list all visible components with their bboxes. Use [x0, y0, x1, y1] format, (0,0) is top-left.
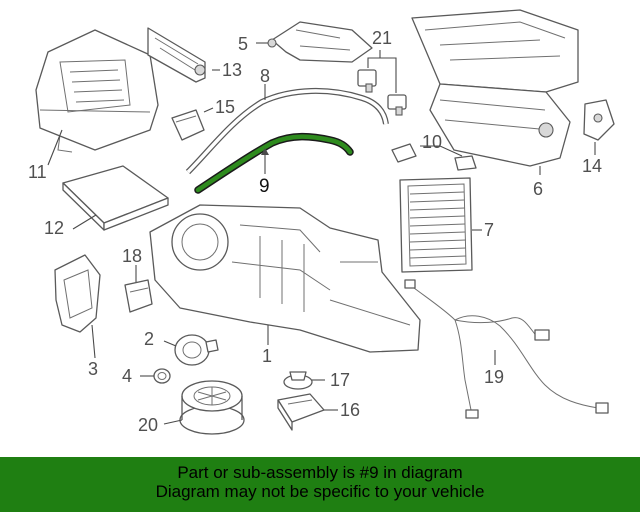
- part-2-motor: [163, 334, 219, 366]
- part-3-duct: [54, 254, 101, 359]
- part-6-hvac-module: [411, 9, 579, 175]
- callout-4: 4: [122, 366, 132, 386]
- callout-21: 21: [372, 28, 392, 48]
- part-7-heater-core: [399, 177, 482, 273]
- callout-20: 20: [138, 415, 158, 435]
- callout-18: 18: [122, 246, 142, 266]
- part-15-actuator: [171, 107, 214, 141]
- part-12-cabin-filter: [62, 165, 169, 231]
- info-banner: Part or sub-assembly is #9 in diagram Di…: [0, 457, 640, 512]
- callout-11: 11: [28, 162, 47, 182]
- exploded-parts-diagram: 11 13 15 12 5 8 9 21 10 14 6 7 18 2 1 3 …: [28, 9, 615, 435]
- callout-14: 14: [582, 156, 602, 176]
- callout-2: 2: [144, 329, 154, 349]
- part-19-wiring-harness: [404, 279, 609, 419]
- part-18-actuator: [124, 265, 153, 313]
- part-16-control-module: [277, 393, 338, 431]
- part-5-valve-housing: [256, 21, 373, 63]
- callout-8: 8: [260, 66, 270, 86]
- part-20-blower-motor: [163, 380, 245, 435]
- part-13-bracket: [147, 27, 220, 83]
- part-11-blower-housing: [35, 29, 159, 166]
- callout-1: 1: [262, 346, 272, 366]
- callout-19: 19: [484, 367, 504, 387]
- banner-line-2: Diagram may not be specific to your vehi…: [155, 482, 485, 501]
- callout-13: 13: [222, 60, 242, 80]
- callout-10: 10: [422, 132, 442, 152]
- callout-17: 17: [330, 370, 350, 390]
- part-17-small-motor: [283, 371, 325, 390]
- callout-7: 7: [484, 220, 494, 240]
- callout-3: 3: [88, 359, 98, 379]
- callout-9: 9: [259, 176, 270, 197]
- part-8-heater-tube: [185, 84, 389, 175]
- callout-15: 15: [215, 97, 235, 117]
- part-14-actuator: [583, 99, 615, 155]
- banner-line-1: Part or sub-assembly is #9 in diagram: [177, 463, 463, 482]
- part-21-sensors: [357, 50, 407, 116]
- callout-6: 6: [533, 179, 543, 199]
- part-10-clips: [391, 143, 477, 171]
- callout-5: 5: [238, 34, 248, 54]
- part-4-resistor: [140, 368, 171, 384]
- callout-16: 16: [340, 400, 360, 420]
- part-9-heater-hose-highlighted: [194, 132, 354, 194]
- part-1-hvac-case: [149, 204, 421, 353]
- callout-12: 12: [44, 218, 64, 238]
